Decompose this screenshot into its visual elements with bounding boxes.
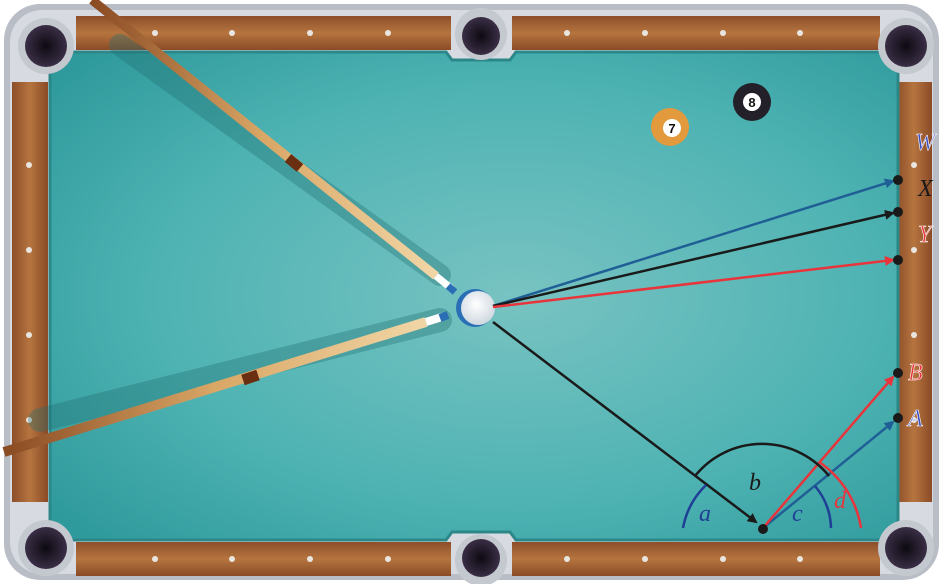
- pocket-bottom-left: [25, 527, 67, 569]
- pocket-bottom-middle: [462, 539, 500, 577]
- label-w: W: [915, 130, 937, 156]
- label-a: A: [906, 406, 923, 432]
- svg-text:7: 7: [668, 121, 675, 136]
- angle-label-d: d: [834, 488, 847, 514]
- ball-eight: 8: [733, 83, 771, 121]
- rail-bottom-left: [76, 542, 451, 576]
- pocket-bottom-right: [885, 527, 927, 569]
- angle-label-b: b: [749, 470, 761, 496]
- point-y: [893, 255, 903, 265]
- ball-seven: 7: [651, 108, 689, 146]
- pocket-top-middle: [462, 17, 500, 55]
- pocket-top-left: [25, 25, 67, 67]
- point-x: [893, 207, 903, 217]
- point-w: [893, 175, 903, 185]
- point-b: [893, 368, 903, 378]
- pocket-top-right: [885, 25, 927, 67]
- svg-text:8: 8: [748, 95, 755, 110]
- point-rebound: [758, 524, 768, 534]
- angle-label-c: c: [792, 501, 803, 527]
- angle-label-a: a: [699, 501, 711, 527]
- label-x: X: [917, 176, 934, 202]
- point-a: [893, 413, 903, 423]
- label-b: B: [908, 360, 923, 386]
